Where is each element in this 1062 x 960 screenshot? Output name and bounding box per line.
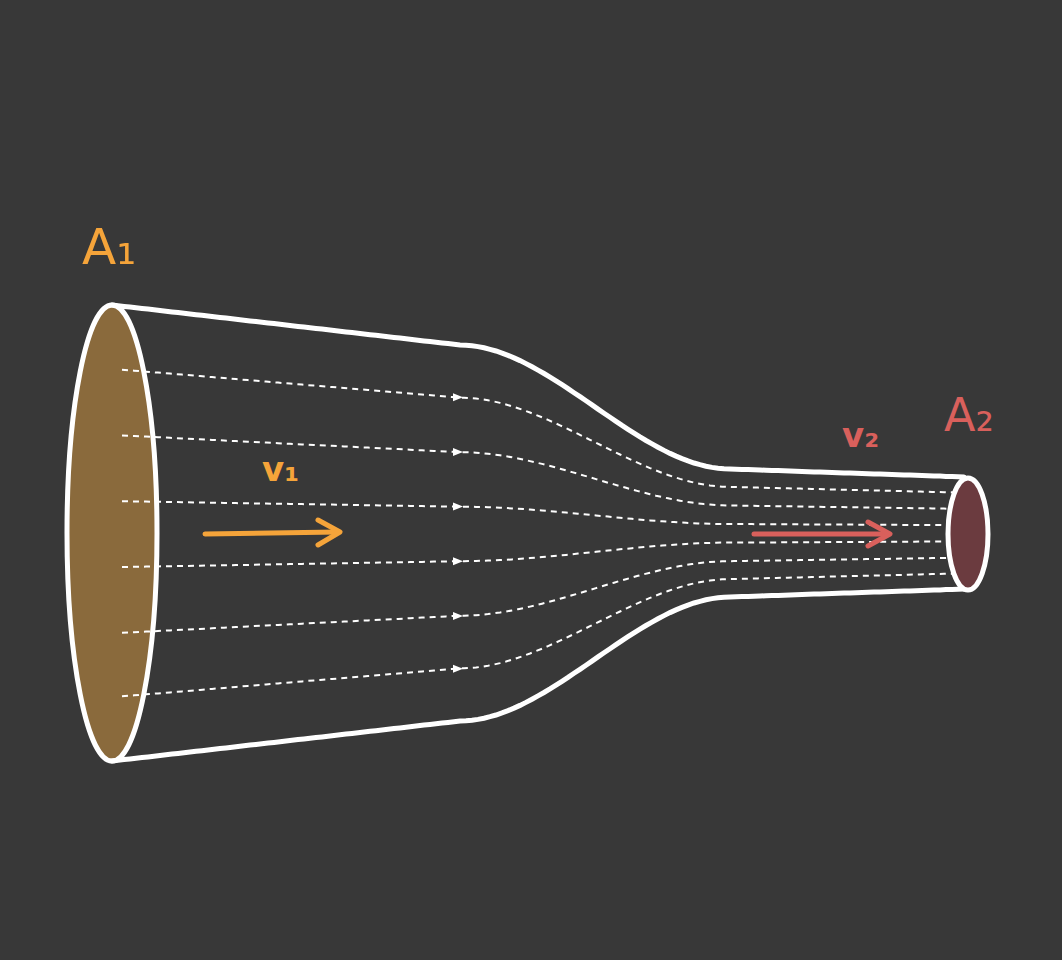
tube-wall <box>112 305 964 761</box>
inlet-area <box>67 305 157 761</box>
outlet-area <box>948 478 988 590</box>
streamline-arrowhead <box>453 557 463 565</box>
streamline-arrowhead <box>453 503 463 511</box>
streamline-arrowhead <box>453 393 463 401</box>
velocity-label: v₁ <box>262 452 299 486</box>
streamline-arrowhead <box>453 665 463 673</box>
area-label: A₁ <box>82 222 136 272</box>
streamlines <box>122 370 962 697</box>
velocity-label: v₂ <box>842 418 879 452</box>
velocity-arrow <box>205 520 340 545</box>
velocity-arrow <box>754 522 890 546</box>
streamline <box>122 501 962 525</box>
streamline <box>122 541 962 567</box>
area-label: A₂ <box>944 392 994 438</box>
streamline-arrowhead <box>453 612 463 620</box>
streamline-arrowhead <box>453 448 463 456</box>
